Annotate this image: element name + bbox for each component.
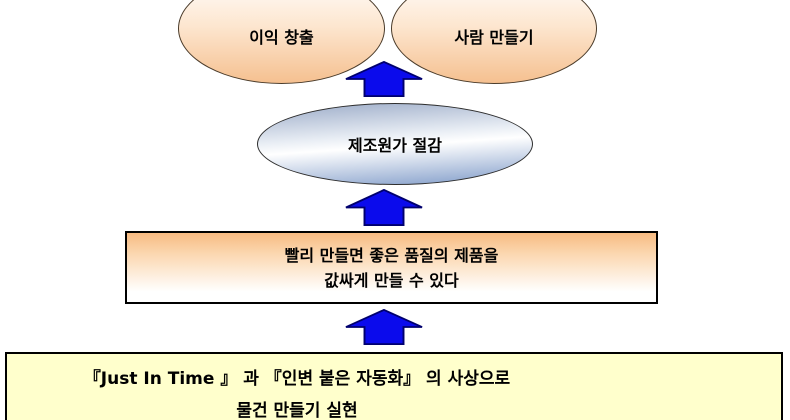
up-arrow-icon (345, 189, 423, 226)
foundation-line-2: 물건 만들기 실현 (236, 401, 358, 420)
up-arrow-shape (345, 189, 423, 226)
goal-profit-label: 이익 창출 (249, 27, 314, 47)
cost-reduction-ellipse: 제조원가 절감 (257, 103, 533, 185)
goal-ellipse-profit: 이익 창출 (178, 0, 385, 84)
up-arrow-shape (345, 61, 423, 97)
up-arrow-icon (345, 61, 423, 97)
foundation-text: 『Just In Time 』 과 『인변 붙은 자동화』 의 사상으로 물건 … (7, 354, 587, 420)
cost-reduction-label: 제조원가 절감 (348, 136, 442, 155)
statement-box: 빨리 만들면 좋은 품질의 제품을 값싸게 만들 수 있다 (125, 231, 658, 304)
foundation-box: 『Just In Time 』 과 『인변 붙은 자동화』 의 사상으로 물건 … (5, 352, 783, 420)
up-arrow-shape (345, 309, 423, 345)
statement-line-2: 값싸게 만들 수 있다 (324, 270, 459, 290)
foundation-line-1: 『Just In Time 』 과 『인변 붙은 자동화』 의 사상으로 (83, 369, 511, 389)
statement-line-1: 빨리 만들면 좋은 품질의 제품을 (284, 245, 499, 265)
goal-people-label: 사람 만들기 (454, 27, 534, 47)
up-arrow-icon (345, 309, 423, 345)
